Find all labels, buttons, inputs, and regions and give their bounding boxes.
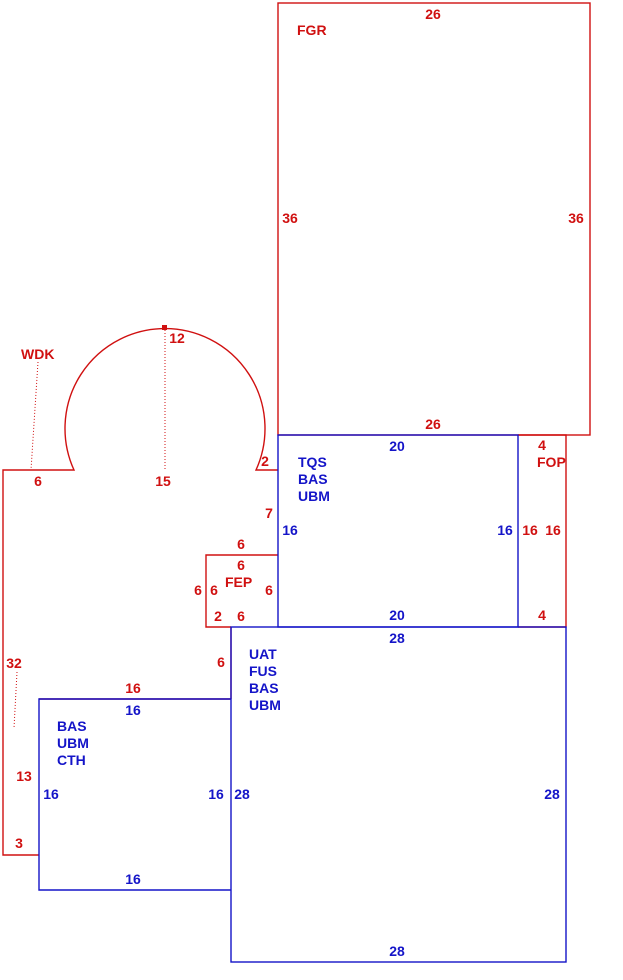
tqs-code-1: TQS — [298, 454, 327, 470]
dim-uat-right: 28 — [544, 786, 560, 802]
bas-small-code-3: CTH — [57, 752, 86, 768]
dim-fep-left-outer: 6 — [194, 582, 202, 598]
left-total-leader — [13, 671, 18, 729]
uat-code-2: FUS — [249, 663, 277, 679]
dim-uat-step: 6 — [217, 654, 225, 670]
dim-fep-top-inner: 6 — [237, 557, 245, 573]
dim-fgr-left: 36 — [282, 210, 298, 226]
dim-bas-bottom: 16 — [125, 871, 141, 887]
dim-bas-left: 16 — [43, 786, 59, 802]
bas-small-code-2: UBM — [57, 735, 89, 751]
dim-wdk-radius: 12 — [169, 330, 185, 346]
dim-left-total: 32 — [6, 655, 22, 671]
dim-uat-bottom: 28 — [389, 943, 405, 959]
dim-fgr-right: 36 — [568, 210, 584, 226]
wdk-and-left-wall-outline — [2, 327, 278, 856]
dim-fgr-bottom: 26 — [425, 416, 441, 432]
dim-left-mid: 13 — [16, 768, 32, 784]
uat-code-3: BAS — [249, 680, 279, 696]
dim-fep-right: 6 — [265, 582, 273, 598]
dim-bas-top: 16 — [125, 702, 141, 718]
arc-center-marker — [162, 325, 167, 330]
wdk-leader — [30, 361, 39, 471]
dim-wdk-diameter: 15 — [155, 473, 171, 489]
fgr-outline — [277, 2, 591, 436]
dim-tqs-right: 16 — [497, 522, 513, 538]
dim-tqs-bottom: 20 — [389, 607, 405, 623]
dim-fep-top-outer: 6 — [237, 536, 245, 552]
tqs-code-2: BAS — [298, 471, 328, 487]
wdk-code: WDK — [21, 346, 54, 362]
dim-fep-bottom: 6 — [237, 608, 245, 624]
uat-code-1: UAT — [249, 646, 277, 662]
fop-code: FOP — [537, 454, 566, 470]
blue-outline — [38, 434, 567, 963]
dim-fgr-top: 26 — [425, 6, 441, 22]
dim-bas-right: 16 — [208, 786, 224, 802]
dim-uat-top: 28 — [389, 630, 405, 646]
dim-uat-left: 28 — [234, 786, 250, 802]
dim-fep-left-inner: 6 — [210, 582, 218, 598]
dim-bas-top-red: 16 — [125, 680, 141, 696]
dim-fep-bottom-left: 2 — [214, 608, 222, 624]
tqs-code-3: UBM — [298, 488, 330, 504]
dim-wdk-right-stub: 2 — [261, 453, 269, 469]
dim-wdk-left-stub: 6 — [34, 473, 42, 489]
bas-small-outline — [38, 698, 231, 891]
dim-fop-right: 16 — [545, 522, 561, 538]
dim-step-vert: 7 — [265, 505, 273, 521]
uat-code-4: UBM — [249, 697, 281, 713]
dim-fop-bottom: 4 — [538, 607, 546, 623]
dim-fop-left: 16 — [522, 522, 538, 538]
dim-fop-top: 4 — [538, 437, 546, 453]
fep-code: FEP — [225, 574, 252, 590]
uat-outline — [230, 626, 567, 963]
red-outline — [2, 2, 591, 856]
fgr-code: FGR — [297, 22, 327, 38]
fep-outline — [205, 554, 278, 628]
dim-left-bottom: 3 — [15, 835, 23, 851]
dim-tqs-top: 20 — [389, 438, 405, 454]
bas-small-code-1: BAS — [57, 718, 87, 734]
dim-tqs-left: 16 — [282, 522, 298, 538]
